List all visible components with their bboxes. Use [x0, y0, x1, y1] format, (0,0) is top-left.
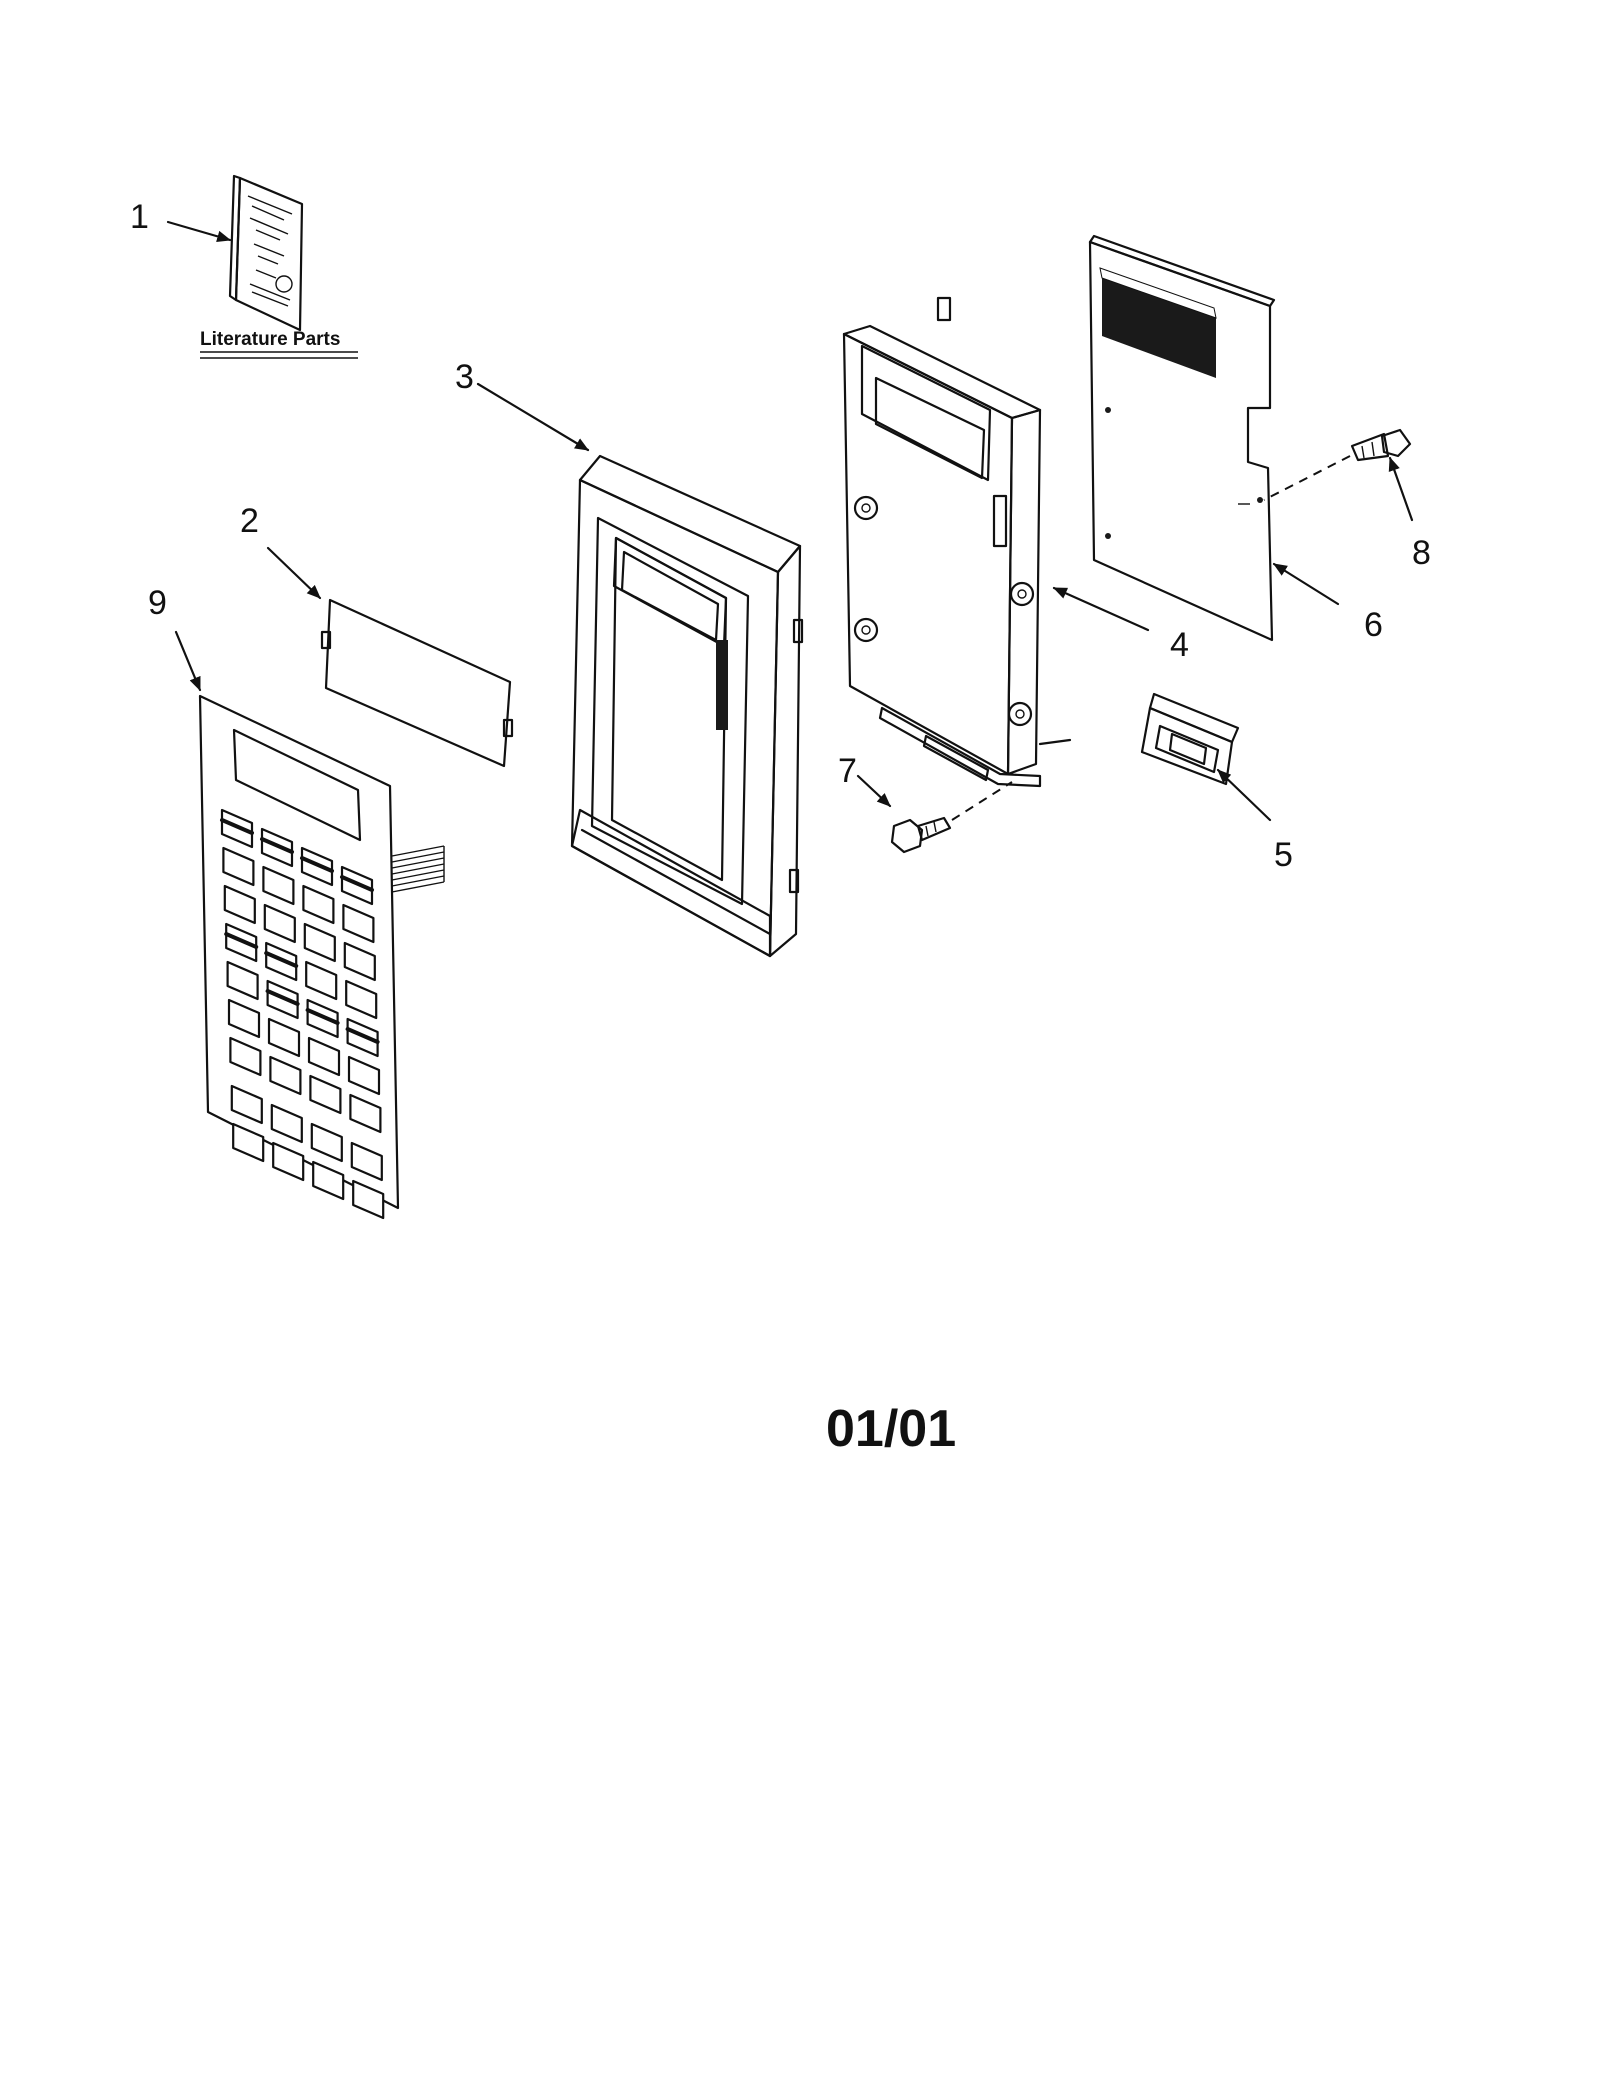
keypad-key — [352, 1179, 385, 1220]
keypad-key — [262, 865, 295, 906]
callouts: 1 2 3 4 5 6 7 8 9 — [130, 198, 1431, 874]
keypad-key — [269, 1055, 302, 1096]
keypad-key — [226, 960, 259, 1001]
keypad-key — [309, 1074, 342, 1115]
callout-5: 5 — [1274, 836, 1293, 874]
keypad-key — [302, 884, 335, 925]
keypad-key — [230, 1084, 263, 1125]
keypad-key — [272, 1141, 305, 1182]
control-panel-frame — [570, 454, 804, 958]
callout-4: 4 — [1170, 626, 1189, 664]
keypad-key — [223, 884, 256, 925]
page-code: 01/01 — [826, 1400, 956, 1458]
keypad-key — [267, 1017, 301, 1058]
callout-8: 8 — [1412, 534, 1431, 572]
keypad-key — [222, 846, 255, 887]
keypad-key-bar — [300, 856, 334, 873]
keypad-key — [310, 1122, 343, 1163]
keypad-key — [347, 1055, 381, 1096]
callout-6: 6 — [1364, 606, 1383, 644]
keypad-key — [307, 1036, 341, 1077]
callout-1: 1 — [130, 198, 149, 236]
keypad-key — [349, 1093, 382, 1134]
keypad-key — [270, 1103, 303, 1144]
keypad-key — [350, 1141, 383, 1182]
keypad-key-bar — [345, 1027, 380, 1044]
callout-2: 2 — [240, 502, 259, 540]
keypad-key — [303, 922, 336, 963]
keypad-key — [312, 1160, 345, 1201]
callout-3: 3 — [455, 358, 474, 396]
keypad-key — [229, 1036, 262, 1077]
literature-parts-label: Literature Parts — [200, 329, 340, 350]
callout-9: 9 — [148, 584, 167, 622]
screw-upper — [1263, 428, 1412, 501]
panel-bracket — [842, 296, 1072, 788]
keypad-key-bar — [220, 818, 254, 835]
literature-booklet: Literature Parts — [200, 174, 358, 359]
keypad-key — [232, 1122, 265, 1163]
keypad-key — [227, 998, 261, 1039]
keypad-key-bar — [265, 989, 300, 1006]
keypad-key-bar — [224, 932, 259, 949]
keypad-key-bar — [340, 875, 374, 892]
latch-clip — [1140, 692, 1240, 786]
keypad-key-bar — [305, 1008, 340, 1025]
keypad-key — [342, 903, 375, 944]
screw-lower — [890, 781, 1013, 854]
keypad-key — [263, 903, 296, 944]
keypad-key — [343, 941, 376, 982]
callout-7: 7 — [838, 752, 857, 790]
keypad-membrane — [198, 694, 445, 1220]
keypad-key-bar — [264, 951, 299, 968]
keypad-key-bar — [260, 837, 294, 854]
keypad-key — [305, 960, 338, 1001]
keypad-key — [345, 979, 378, 1020]
leader-arrows — [166, 220, 1414, 822]
circuit-board — [1088, 234, 1276, 642]
display-window — [320, 598, 514, 768]
